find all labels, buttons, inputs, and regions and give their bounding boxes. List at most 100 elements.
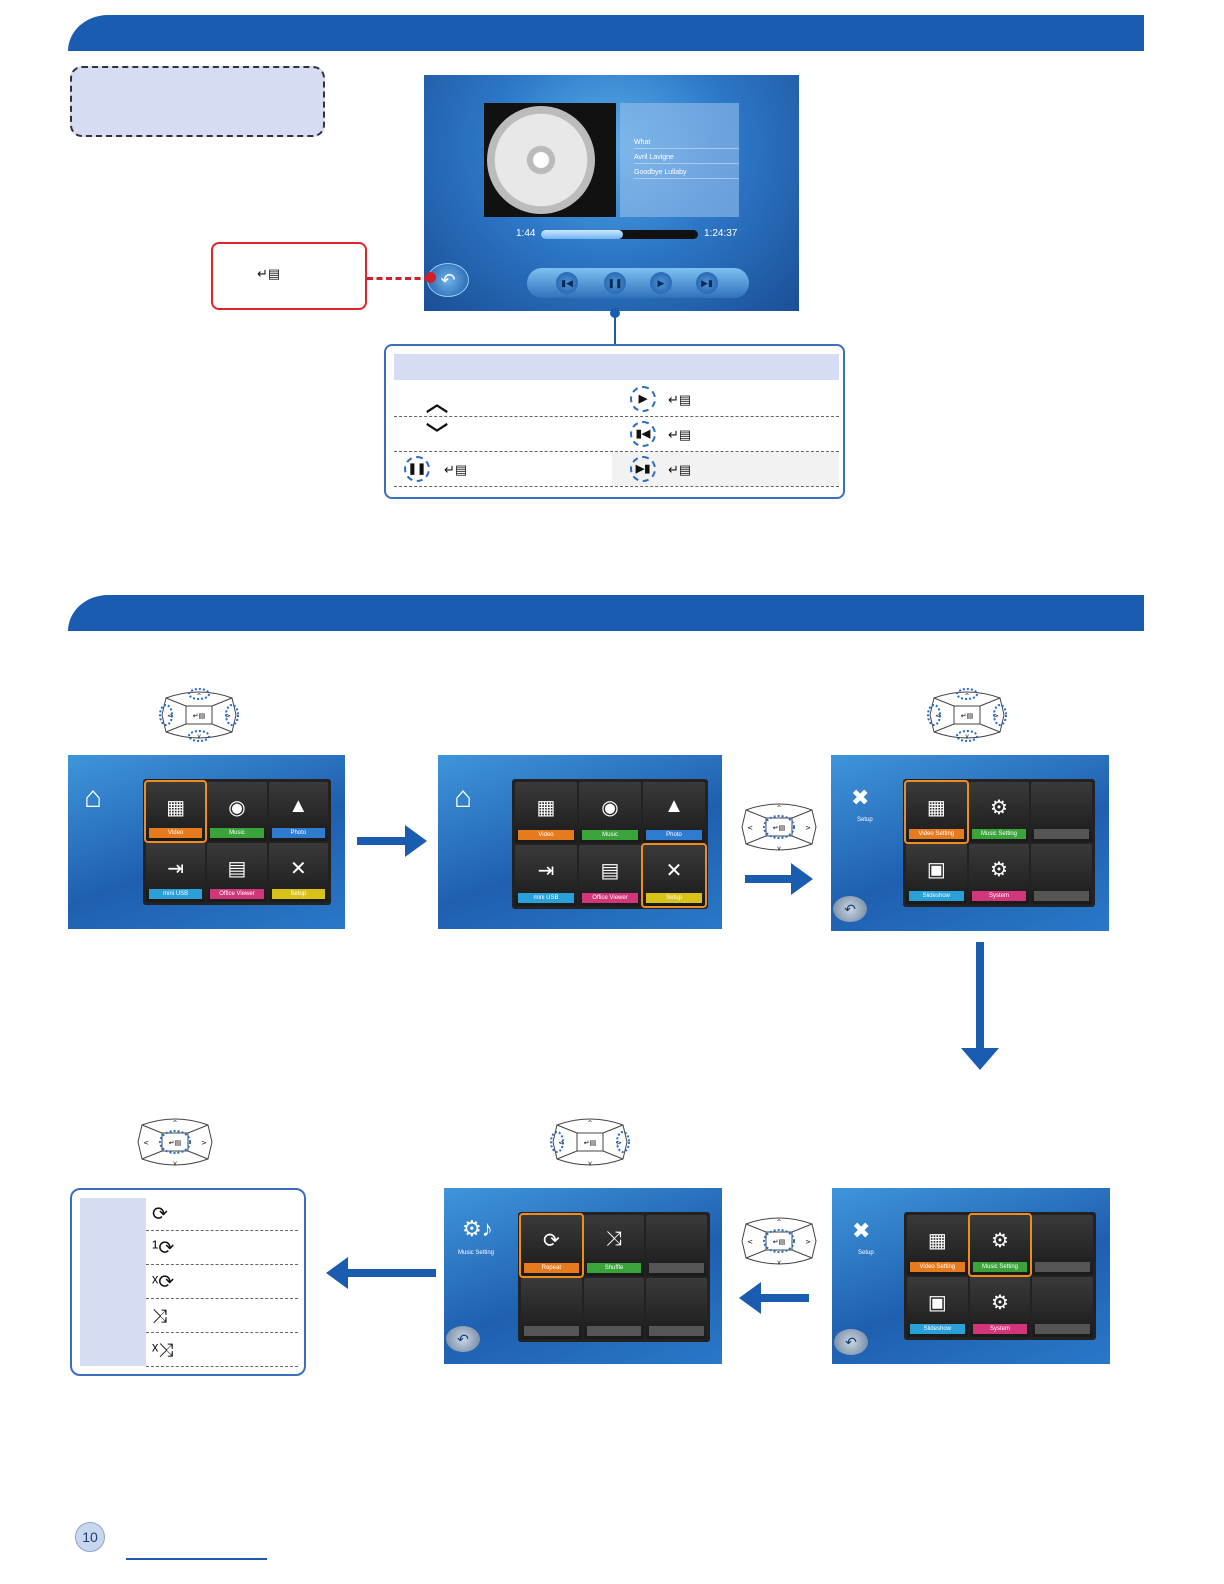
gear-icon: ⚙ [991, 1292, 1009, 1315]
down-arrow-icon: ﹀ [426, 422, 449, 447]
slideshow-icon: ▣ [927, 1292, 947, 1315]
repeat-off-icon: ˣ⟳ [146, 1266, 298, 1299]
progress-bar[interactable] [541, 230, 698, 239]
tile-system[interactable]: ⚙System [968, 844, 1030, 904]
enter-keypad-icon [741, 803, 817, 853]
tile-empty [1032, 1277, 1093, 1337]
tile-office-viewer[interactable]: ▤Office Viewer [207, 843, 267, 902]
setup-grid: ▦Video Setting ⚙Music Setting ▣Slideshow… [904, 1212, 1096, 1340]
previous-button-icon: ▮◀ [630, 421, 656, 447]
music-player-screen: What Avril Lavigne Goodbye Lullaby 1:44 … [424, 75, 799, 311]
tile-setup[interactable]: ✕Setup [641, 843, 707, 908]
film-icon: ▦ [536, 797, 556, 820]
flow-arrow-down-head [961, 1048, 999, 1070]
flow-arrow-left [326, 1257, 436, 1289]
usb-icon: ⇥ [167, 857, 185, 880]
gear-music-icon: ⚙ [990, 797, 1008, 820]
tile-photo[interactable]: ▲Photo [643, 782, 705, 843]
play-button-icon: ▶ [630, 386, 656, 412]
music-setting-grid: ⟳Repeat ⤨Shuffle [518, 1212, 710, 1342]
shuffle-icon: ⤨ [605, 1228, 622, 1251]
setup-menu-screen: ✖ Setup ▦Video Setting ⚙Music Setting ▣S… [832, 1188, 1110, 1364]
home-menu-screen: ⌂ ▦Video ◉Music ▲Photo ⇥mini USB ▤Office… [68, 755, 345, 929]
setup-icon: ✖ [851, 785, 870, 810]
enter-icon: ↵▤ [668, 462, 692, 477]
enter-icon: ↵▤ [668, 427, 692, 442]
flow-arrow-right [745, 863, 813, 895]
tile-music[interactable]: ◉Music [207, 782, 267, 841]
tile-mini-usb[interactable]: ⇥mini USB [515, 845, 577, 906]
tile-music[interactable]: ◉Music [579, 782, 641, 843]
up-arrow-icon: ︿ [426, 391, 449, 416]
back-button[interactable]: ↶ [834, 1329, 868, 1355]
tile-repeat[interactable]: ⟳Repeat [519, 1213, 584, 1278]
tile-empty [646, 1278, 707, 1339]
flow-arrow-down [976, 942, 984, 1048]
repeat-all-icon: ⟳ [146, 1198, 298, 1231]
slideshow-icon: ▣ [926, 859, 946, 882]
album-art [484, 103, 616, 217]
page-number: 10 [75, 1522, 105, 1552]
tile-empty [583, 1278, 645, 1339]
tile-slideshow[interactable]: ▣Slideshow [906, 844, 967, 904]
tile-video[interactable]: ▦Video [143, 780, 208, 843]
menu-grid: ▦Video ◉Music ▲Photo ⇥mini USB ▤Office V… [512, 779, 708, 909]
back-button[interactable]: ↶ [446, 1326, 480, 1352]
tile-music-setting[interactable]: ⚙Music Setting [968, 782, 1030, 842]
track-album: Goodbye Lullaby [634, 169, 739, 179]
menu-grid: ▦Video ◉Music ▲Photo ⇥mini USB ▤Office V… [143, 779, 331, 905]
home-menu-screen: ⌂ ▦Video ◉Music ▲Photo ⇥mini USB ▤Office… [438, 755, 722, 929]
tile-shuffle[interactable]: ⤨Shuffle [583, 1215, 645, 1276]
tile-empty [1032, 1215, 1093, 1275]
tile-video-setting[interactable]: ▦Video Setting [904, 780, 969, 844]
setup-menu-screen: ✖ Setup ▦Video Setting ⚙Music Setting ▣S… [831, 755, 1109, 931]
navigation-keypad-icon [550, 1118, 630, 1168]
home-icon: ⌂ [84, 781, 103, 814]
section-header-bar [68, 595, 1144, 631]
document-icon: ▤ [600, 860, 620, 883]
total-time: 1:24:37 [704, 228, 738, 239]
repeat-icon: ⟳ [542, 1230, 560, 1253]
enter-keypad-icon [137, 1118, 213, 1168]
track-title: What [634, 139, 739, 149]
tile-photo[interactable]: ▲Photo [268, 782, 328, 841]
gear-icon: ⚙ [990, 859, 1008, 882]
progress-fill [541, 230, 623, 239]
previous-icon[interactable]: ▮◀ [556, 272, 578, 294]
pause-icon[interactable]: ❚❚ [604, 272, 626, 294]
music-setting-title: Music Setting [458, 1250, 495, 1256]
section-header-bar [68, 15, 1144, 51]
track-artist: Avril Lavigne [634, 154, 739, 164]
play-icon[interactable]: ▶ [650, 272, 672, 294]
film-icon: ▦ [166, 796, 186, 819]
table-connector [614, 311, 616, 344]
photo-icon: ▲ [288, 794, 309, 817]
navigation-keypad-icon [927, 688, 1007, 742]
tile-empty [646, 1215, 707, 1276]
photo-icon: ▲ [664, 795, 684, 818]
enter-icon: ↵▤ [668, 392, 692, 407]
tile-empty [1031, 782, 1092, 842]
table-row: ﹀ ▮◀ ↵▤ [394, 417, 839, 452]
gear-music-icon: ⚙ [991, 1230, 1009, 1253]
tile-music-setting[interactable]: ⚙Music Setting [967, 1213, 1033, 1277]
tile-slideshow[interactable]: ▣Slideshow [907, 1277, 968, 1337]
flow-arrow-left [739, 1282, 809, 1314]
tile-mini-usb[interactable]: ⇥mini USB [146, 843, 206, 902]
tile-video-setting[interactable]: ▦Video Setting [907, 1215, 968, 1275]
tools-icon: ✕ [665, 860, 683, 883]
next-icon[interactable]: ▶▮ [696, 272, 718, 294]
back-button[interactable]: ↶ [833, 896, 867, 922]
tile-setup[interactable]: ✕Setup [268, 843, 328, 902]
usb-icon: ⇥ [537, 860, 555, 883]
tile-system[interactable]: ⚙System [969, 1277, 1031, 1337]
film-icon: ▦ [926, 797, 946, 820]
callout-connector [367, 277, 430, 280]
pause-button-icon: ❚❚ [404, 456, 430, 482]
navigation-keypad-icon [159, 688, 239, 742]
film-icon: ▦ [927, 1230, 947, 1253]
tile-video[interactable]: ▦Video [515, 782, 577, 843]
controls-table: ︿ ▶ ↵▤ ﹀ ▮◀ ↵▤ ❚❚ ↵▤ ▶▮ ↵▤ [384, 344, 845, 499]
tile-office-viewer[interactable]: ▤Office Viewer [579, 845, 641, 906]
table-row: ︿ ▶ ↵▤ [394, 382, 839, 417]
